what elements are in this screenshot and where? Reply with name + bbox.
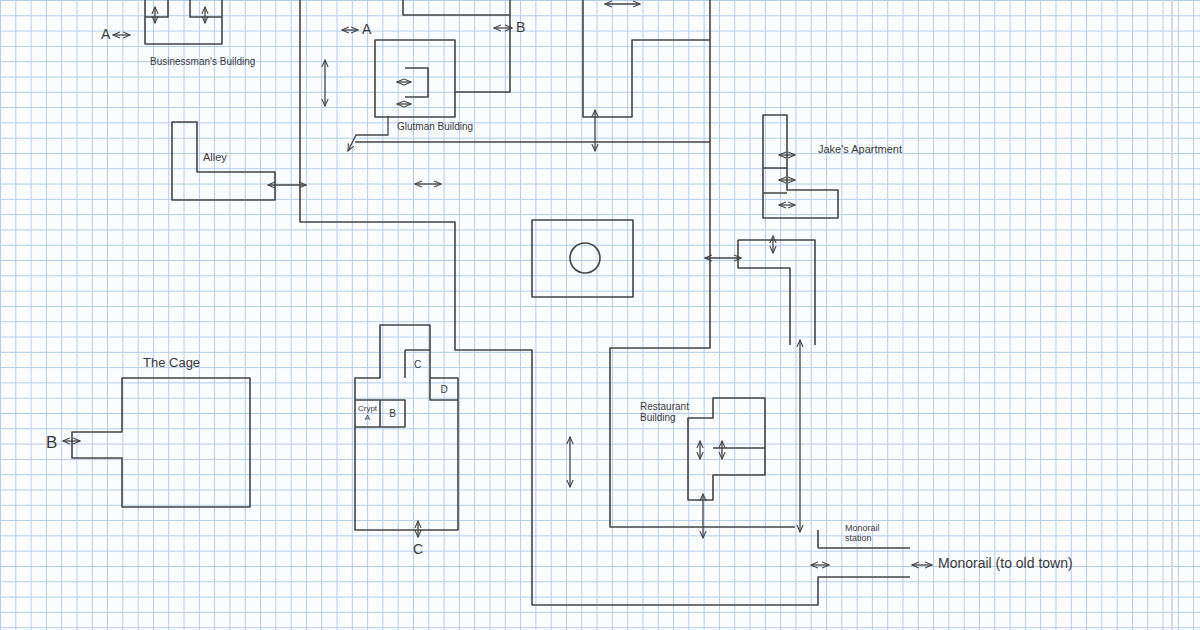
area-label: Restaurant Building [640, 401, 698, 423]
passage-arrow [204, 7, 205, 23]
area-label: Glutman Building [397, 121, 477, 132]
area-label: The Cage [143, 356, 321, 370]
map-label: A [362, 22, 371, 37]
businessman-building-wall [145, 0, 222, 44]
area-label: C [405, 359, 430, 370]
passage-arrow [811, 564, 829, 565]
passage-arrow [569, 437, 570, 487]
passage-arrow [63, 440, 80, 441]
upper-block-wall [403, 0, 510, 92]
passage-arrow [342, 29, 358, 30]
walls [72, 0, 910, 605]
area-label: B [380, 408, 405, 419]
map-area: C [405, 350, 430, 378]
area-label: Businessman's Building [150, 56, 227, 67]
passage-arrow [702, 494, 703, 538]
area-label: Crypt A [356, 405, 380, 423]
map-area: Crypt A [355, 400, 380, 427]
glutman-building-wall [375, 40, 455, 117]
street-inner-wall [355, 0, 795, 527]
street-outer-wall [300, 0, 910, 605]
map-area: Glutman Building [375, 40, 455, 117]
passage-arrow [705, 257, 741, 258]
restaurant-building-wall [688, 398, 765, 500]
map-area: The Cage [72, 378, 250, 507]
passage-arrow [721, 441, 722, 459]
map-area: Jake's Apartment [763, 115, 838, 218]
area-label: Monorail station [845, 524, 895, 544]
passage-arrow [779, 204, 795, 205]
map-area: D [430, 378, 458, 400]
paper-edge [1171, 0, 1173, 630]
area-label: Jake's Apartment [818, 143, 893, 155]
area-label: D [430, 384, 458, 395]
passage-arrow [154, 7, 155, 23]
passage-arrows [63, 4, 932, 565]
map-label: B [516, 20, 525, 35]
cage-wall [72, 378, 250, 507]
passage-arrow [799, 340, 800, 532]
map-label: A [101, 27, 110, 42]
map-label: Monorail (to old town) [938, 556, 1073, 571]
map-area: Alley [172, 122, 275, 200]
passage-arrow [779, 179, 795, 180]
passage-arrow [397, 81, 411, 82]
passage-arrow [605, 3, 640, 4]
passage-arrow [397, 103, 411, 104]
area-label: Alley [203, 151, 306, 163]
passage-arrow [324, 60, 325, 106]
upper-right-building-wall [583, 0, 710, 117]
leader-line [348, 116, 388, 151]
passage-arrow [268, 184, 306, 185]
map-label: B [46, 434, 57, 453]
apartment-wall [763, 115, 838, 218]
crypt-building-wall [355, 325, 458, 530]
passage-arrow [594, 110, 595, 151]
map-label: C [413, 542, 423, 557]
plaza-wall [532, 220, 633, 297]
corridor-wall [738, 240, 815, 345]
map-area: Businessman's Building [145, 0, 222, 44]
fountain [570, 243, 600, 273]
passage-arrow [417, 521, 418, 537]
passage-arrow [779, 154, 795, 155]
passage-arrow [912, 564, 932, 565]
passage-arrow [699, 441, 700, 459]
passage-arrow [415, 183, 441, 184]
passage-arrow [494, 27, 512, 28]
map-area: B [380, 400, 405, 427]
map-area: Restaurant Building [688, 398, 765, 500]
passage-arrow [113, 34, 130, 35]
passage-arrow [772, 236, 773, 253]
map-area: Monorail station [818, 548, 910, 577]
